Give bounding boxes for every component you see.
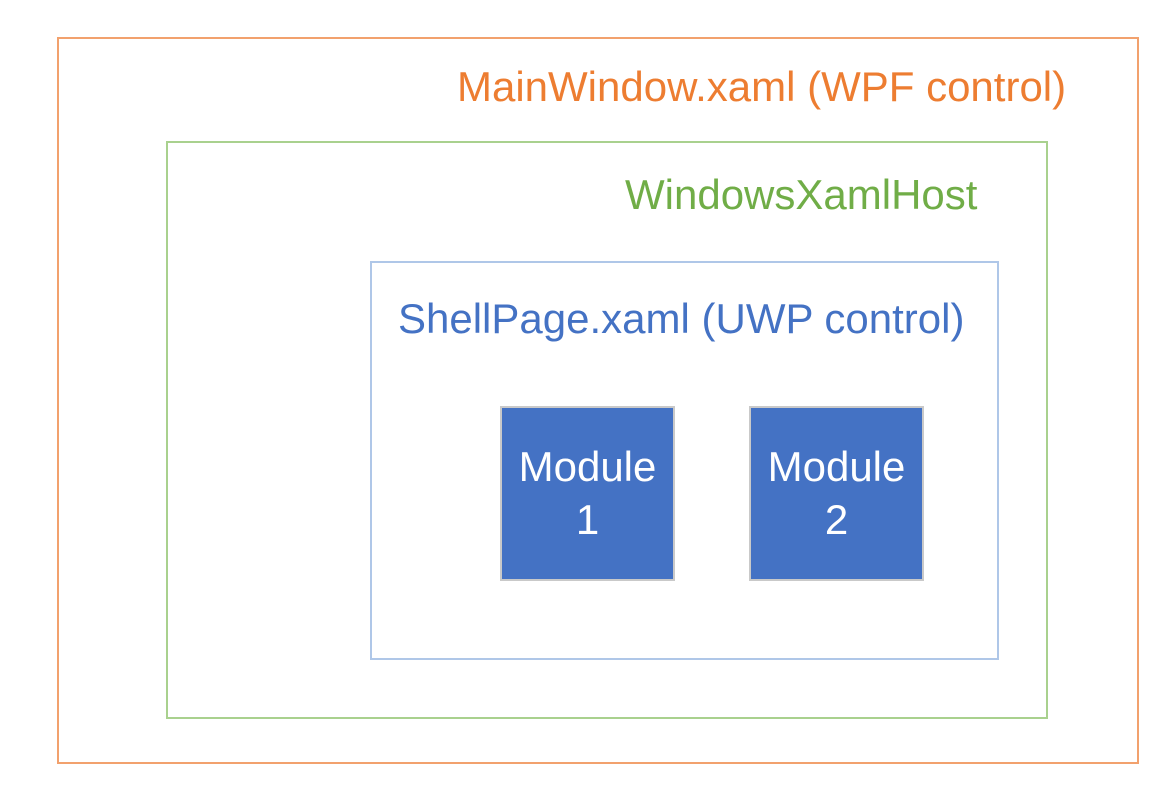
windowsxamlhost-label: WindowsXamlHost [625, 171, 978, 218]
windowsxamlhost-container-box [166, 141, 1048, 719]
mainwindow-wpf-container-box [57, 37, 1139, 764]
module-2-box: Module 2 [749, 406, 924, 581]
mainwindow-wpf-label: MainWindow.xaml (WPF control) [457, 63, 1067, 110]
module-1-box: Module 1 [500, 406, 675, 581]
shellpage-uwp-container-box [370, 261, 999, 660]
module-2-label: Module [767, 442, 906, 490]
module-1-label: Module [518, 442, 657, 490]
module-2-number: 2 [824, 495, 849, 543]
shellpage-uwp-label: ShellPage.xaml (UWP control) [398, 295, 965, 342]
module-1-number: 1 [575, 495, 600, 543]
